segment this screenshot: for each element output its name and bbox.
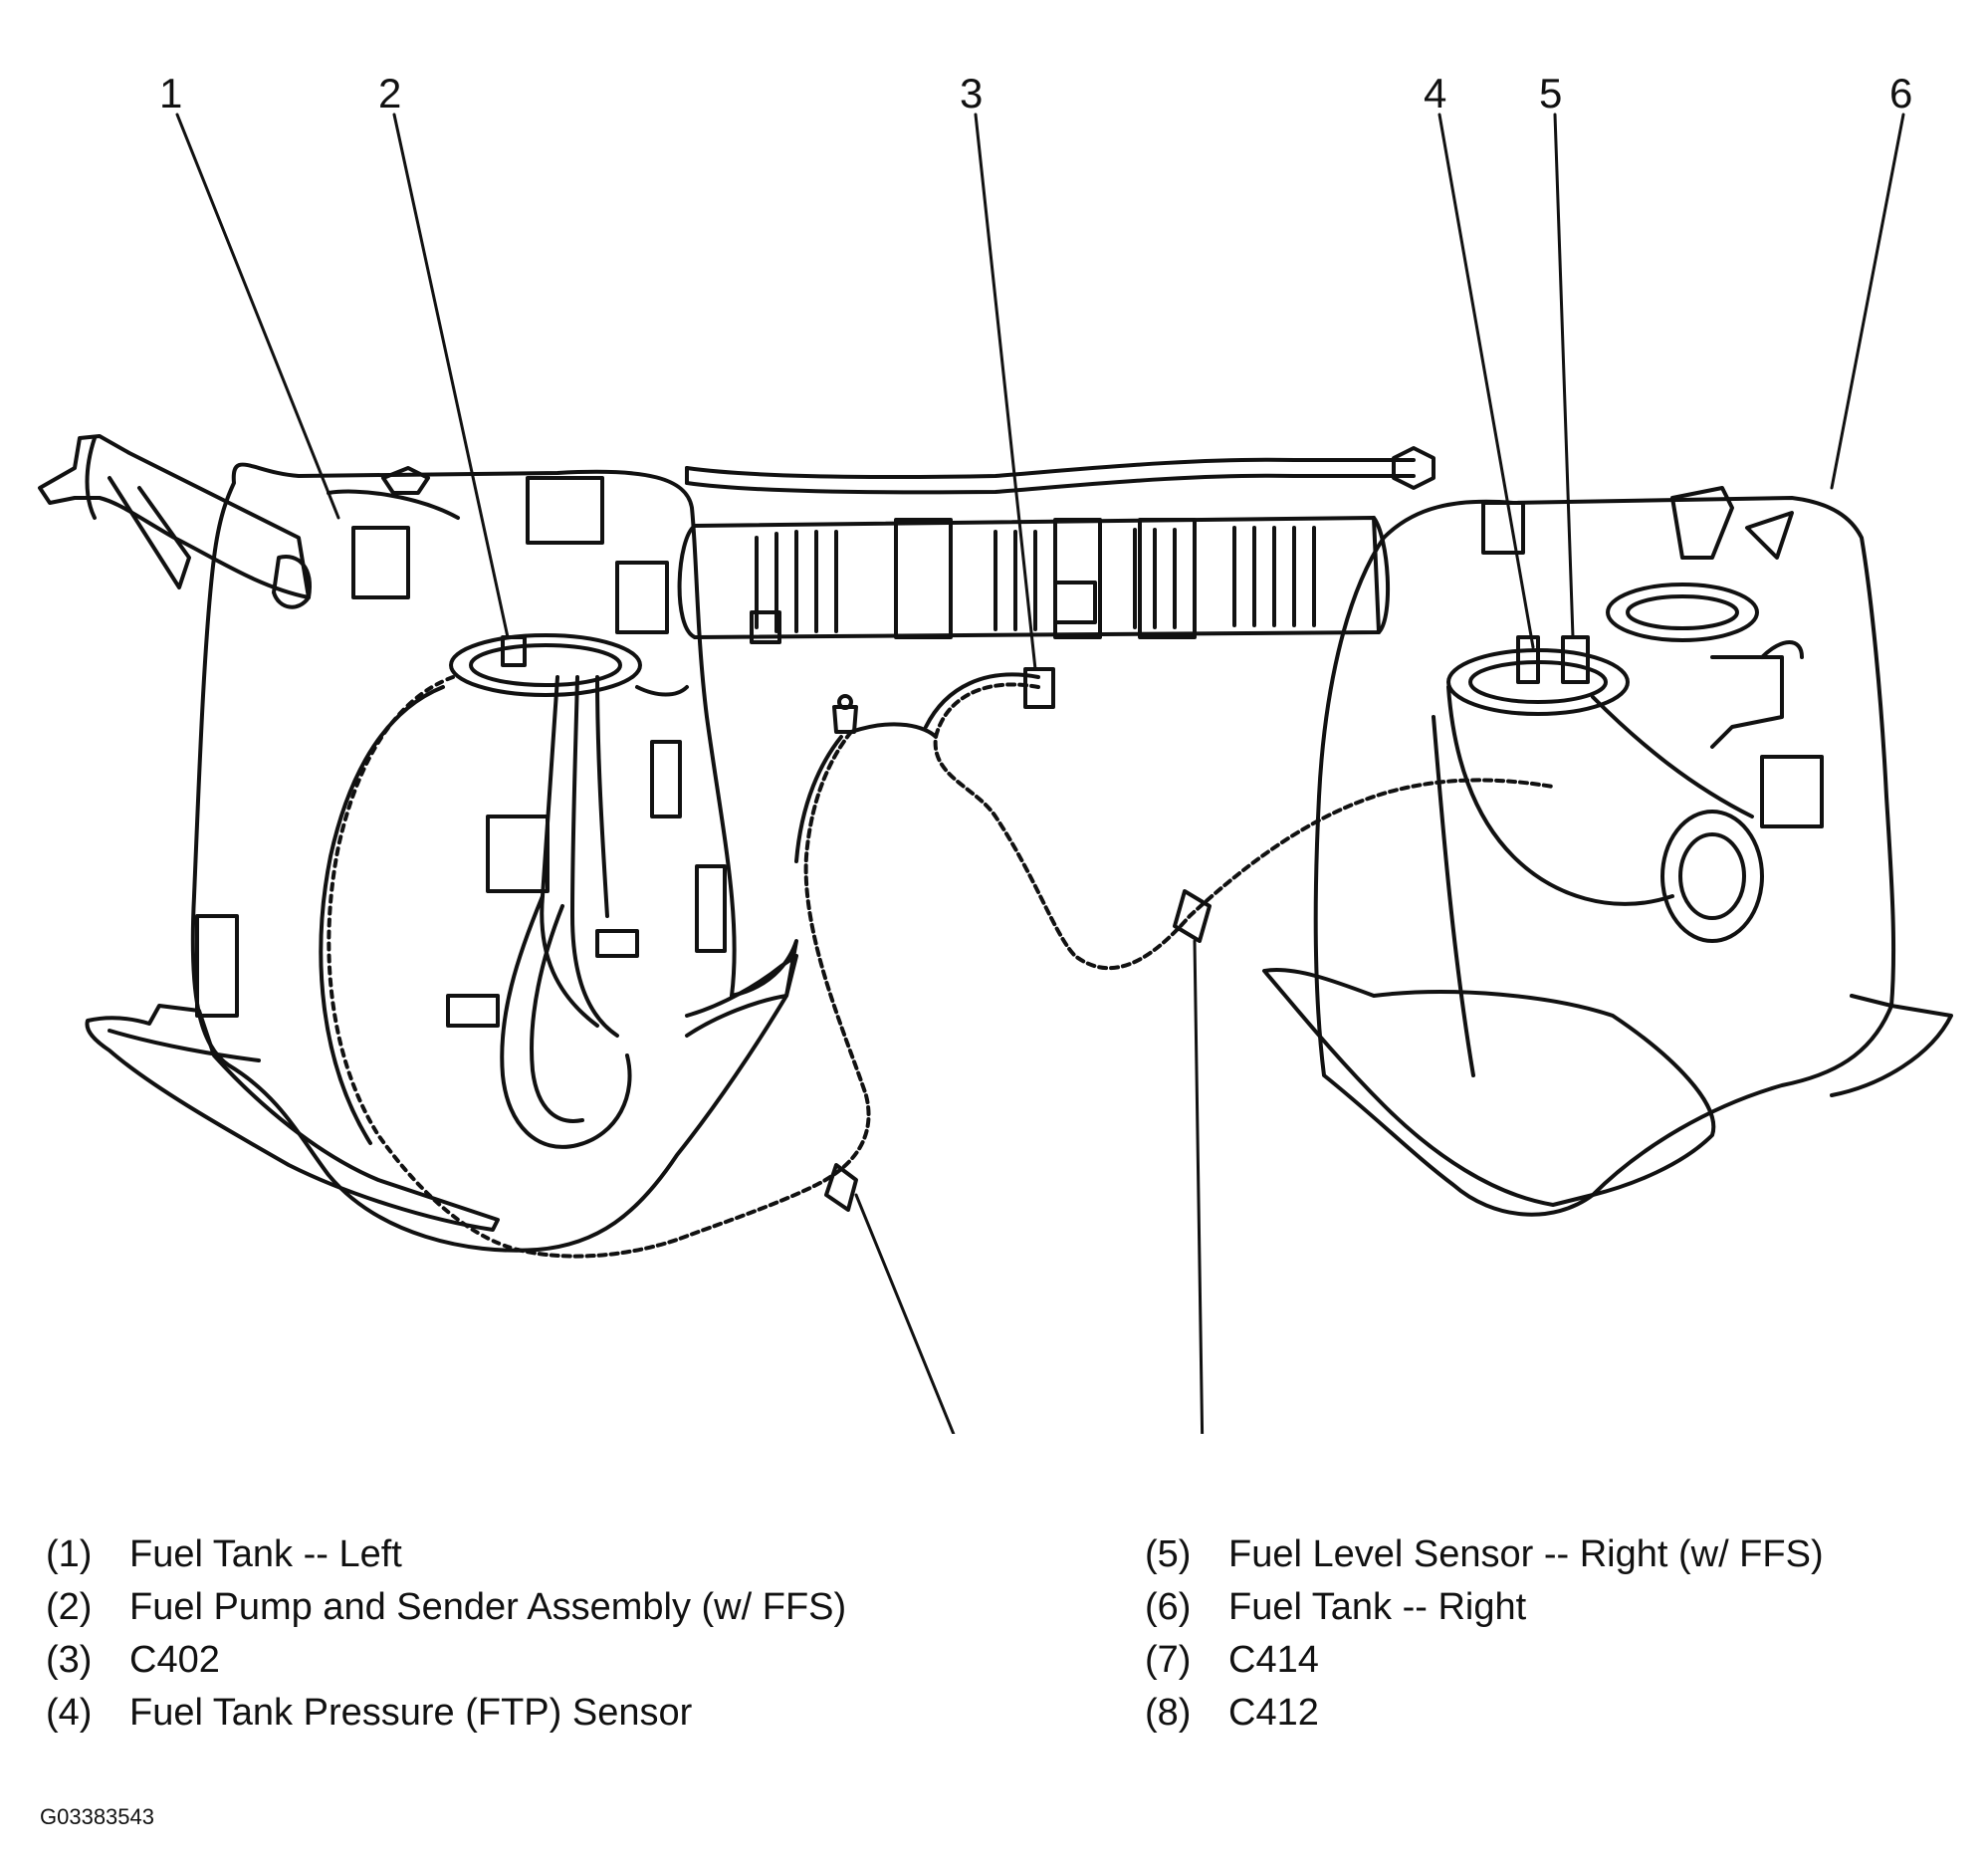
legend-text: Fuel Tank -- Right [1228,1586,1527,1628]
legend-text: C412 [1228,1692,1319,1734]
legend-number: (3) [46,1639,93,1681]
legend-item-4: (4) Fuel Tank Pressure (FTP) Sensor [46,1692,692,1735]
crossover-tube [677,446,1436,644]
legend-text: Fuel Tank Pressure (FTP) Sensor [129,1692,693,1734]
callout-2: 2 [378,70,401,117]
callout-1: 1 [159,70,182,117]
callout-4: 4 [1424,70,1446,117]
legend-text: Fuel Tank -- Left [129,1533,402,1575]
legend-item-3: (3) C402 [46,1639,220,1682]
legend-number: (6) [1145,1586,1192,1628]
leader-lines [175,113,1905,1434]
legend-number: (7) [1145,1639,1192,1681]
legend-item-6: (6) Fuel Tank -- Right [1145,1586,1526,1629]
legend-item-2: (2) Fuel Pump and Sender Assembly (w/ FFS… [46,1586,846,1629]
legend: (1) Fuel Tank -- Left (2) Fuel Pump and Se… [0,1533,1988,1772]
legend-number: (2) [46,1586,93,1628]
left-fuel-tank [38,434,798,1253]
legend-text: Fuel Pump and Sender Assembly (w/ FFS) [129,1586,847,1628]
callout-numbers: 1 2 3 4 5 6 7 8 [159,70,1912,117]
legend-number: (4) [46,1692,93,1734]
legend-number: (1) [46,1533,93,1575]
figure-id: G03383543 [40,1804,154,1829]
right-fuel-tank [1262,486,1953,1217]
legend-number: (8) [1145,1692,1192,1734]
legend-text: Fuel Level Sensor -- Right (w/ FFS) [1228,1533,1824,1575]
legend-item-7: (7) C414 [1145,1639,1319,1682]
legend-number: (5) [1145,1533,1192,1575]
callout-3: 3 [960,70,983,117]
fuel-system-diagram: 1 2 3 4 5 6 7 8 [38,70,1953,1434]
wiring-harness [516,667,1555,1259]
legend-text: C402 [129,1639,220,1681]
legend-item-5: (5) Fuel Level Sensor -- Right (w/ FFS) [1145,1533,1824,1576]
legend-text: C414 [1228,1639,1319,1681]
callout-6: 6 [1889,70,1912,117]
callout-5: 5 [1539,70,1562,117]
legend-item-8: (8) C412 [1145,1692,1319,1735]
legend-item-1: (1) Fuel Tank -- Left [46,1533,402,1576]
